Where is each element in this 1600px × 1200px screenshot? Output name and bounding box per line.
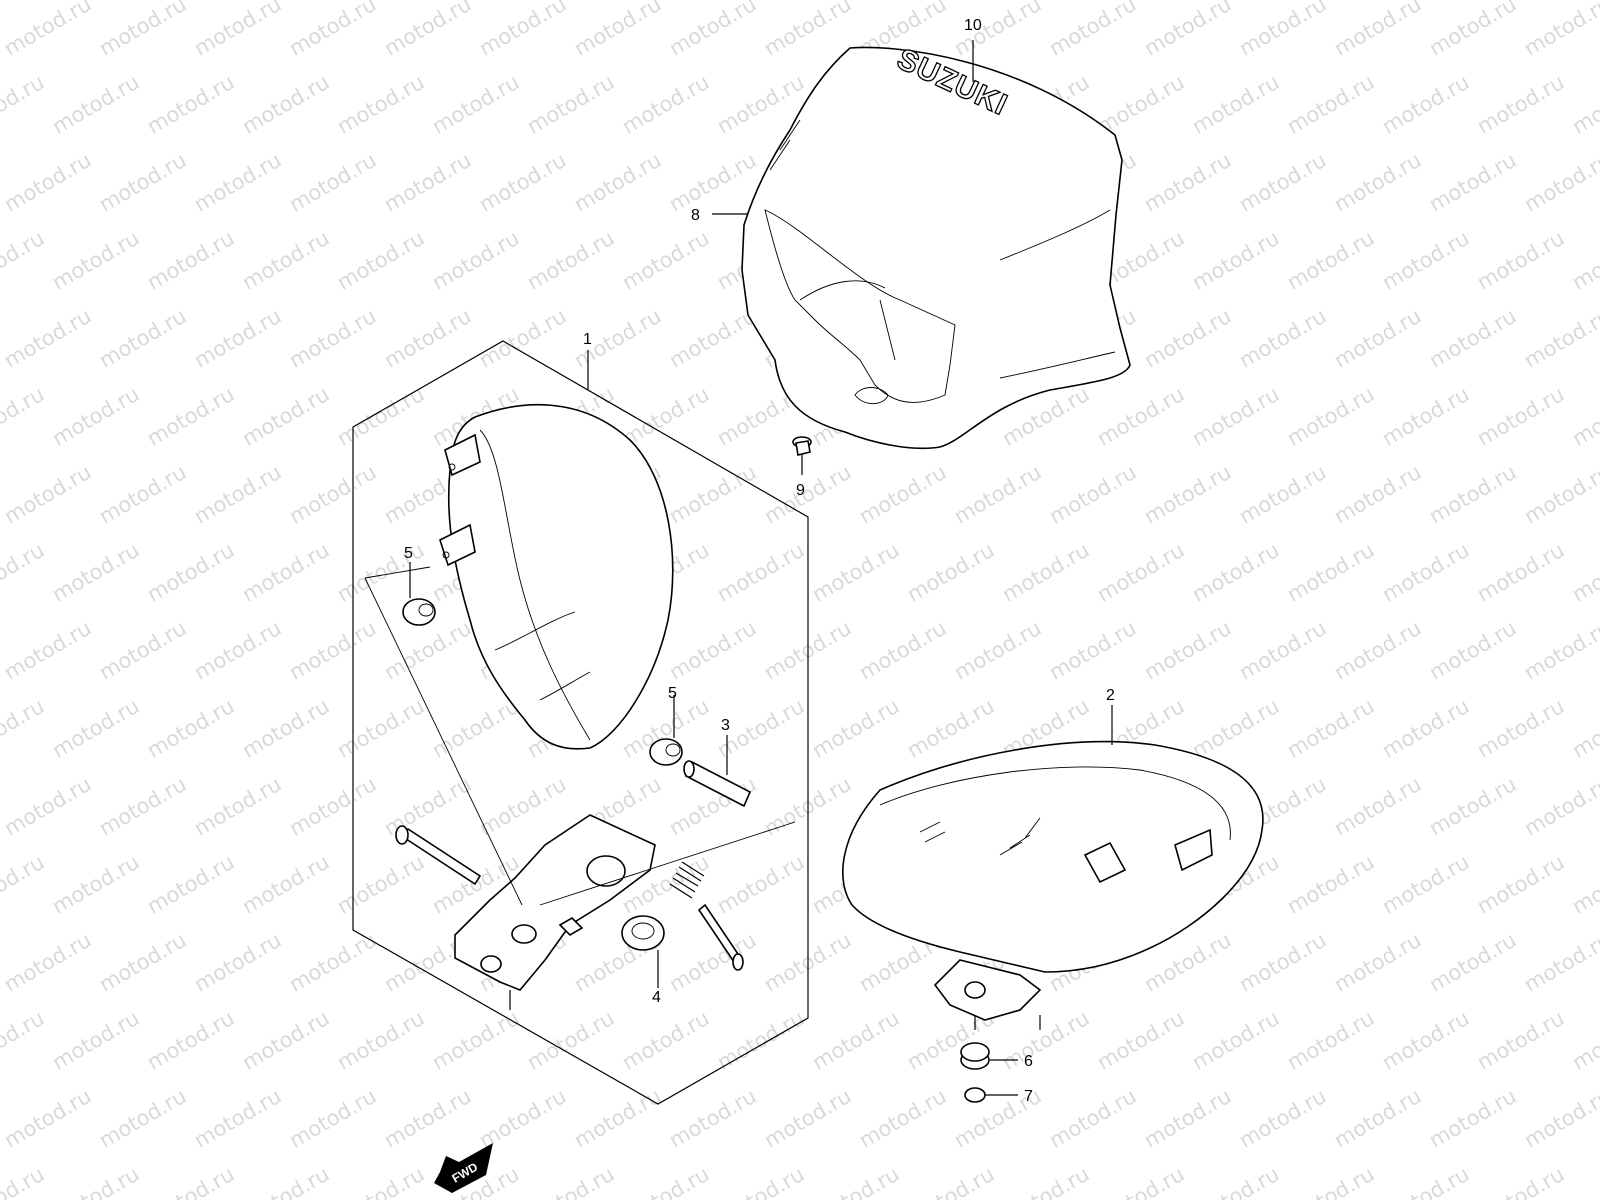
grommet-part-4 <box>621 915 665 951</box>
callout-2: 2 <box>1106 687 1115 704</box>
nut-part-7 <box>964 1087 986 1103</box>
callout-8: 8 <box>691 207 700 224</box>
rubber-mount-part-6 <box>960 1042 990 1070</box>
callout-1: 1 <box>583 331 592 348</box>
mounting-bracket <box>454 814 656 1010</box>
callout-5-upper: 5 <box>404 545 413 562</box>
callout-9: 9 <box>796 482 805 499</box>
callout-labels: 10 8 9 1 2 5 5 3 4 6 7 <box>404 17 1115 1105</box>
headlight-cowl: SUZUKI <box>741 42 1131 450</box>
callout-10: 10 <box>964 17 982 34</box>
callout-4: 4 <box>652 989 661 1006</box>
callout-6: 6 <box>1024 1053 1033 1070</box>
grommet-part-5a <box>402 598 436 626</box>
grommet-part-5b <box>649 738 683 766</box>
kit-outline <box>352 340 809 1105</box>
screw-part-9 <box>792 436 812 456</box>
callout-3: 3 <box>721 717 730 734</box>
assembly-line-triangle <box>364 566 796 906</box>
meter-cover <box>842 740 1264 1030</box>
leader-lines <box>409 40 1113 1096</box>
adjust-screw-spring <box>669 861 744 971</box>
forward-arrow: FWD <box>434 1143 493 1193</box>
callout-5-lower: 5 <box>668 685 677 702</box>
bolt <box>395 825 482 886</box>
headlight-housing <box>439 403 674 750</box>
callout-7: 7 <box>1024 1088 1033 1105</box>
collar-part-3 <box>683 760 752 808</box>
